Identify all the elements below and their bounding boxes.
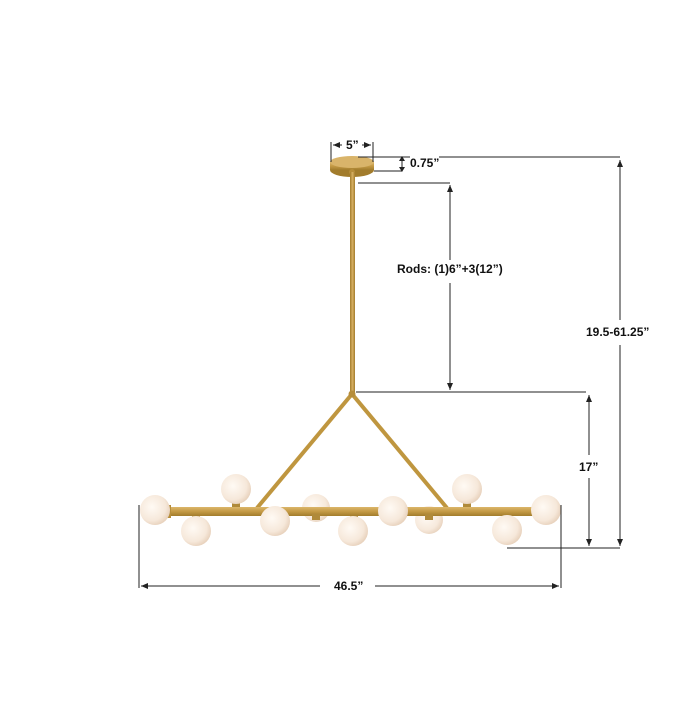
small-height-arrow-icon	[399, 156, 405, 172]
canopy-width-label: 5”	[344, 138, 361, 152]
fixture-width-label: 46.5”	[331, 579, 367, 593]
canopy-height-label: 0.75”	[410, 156, 440, 170]
rods-label: Rods: (1)6”+3(12”)	[397, 262, 503, 276]
fixture-height-label: 17”	[579, 460, 599, 474]
down-rod	[350, 172, 355, 394]
overall-height-label: 19.5-61.25”	[586, 325, 650, 339]
support-arms	[255, 390, 449, 510]
globes-front	[140, 474, 561, 546]
